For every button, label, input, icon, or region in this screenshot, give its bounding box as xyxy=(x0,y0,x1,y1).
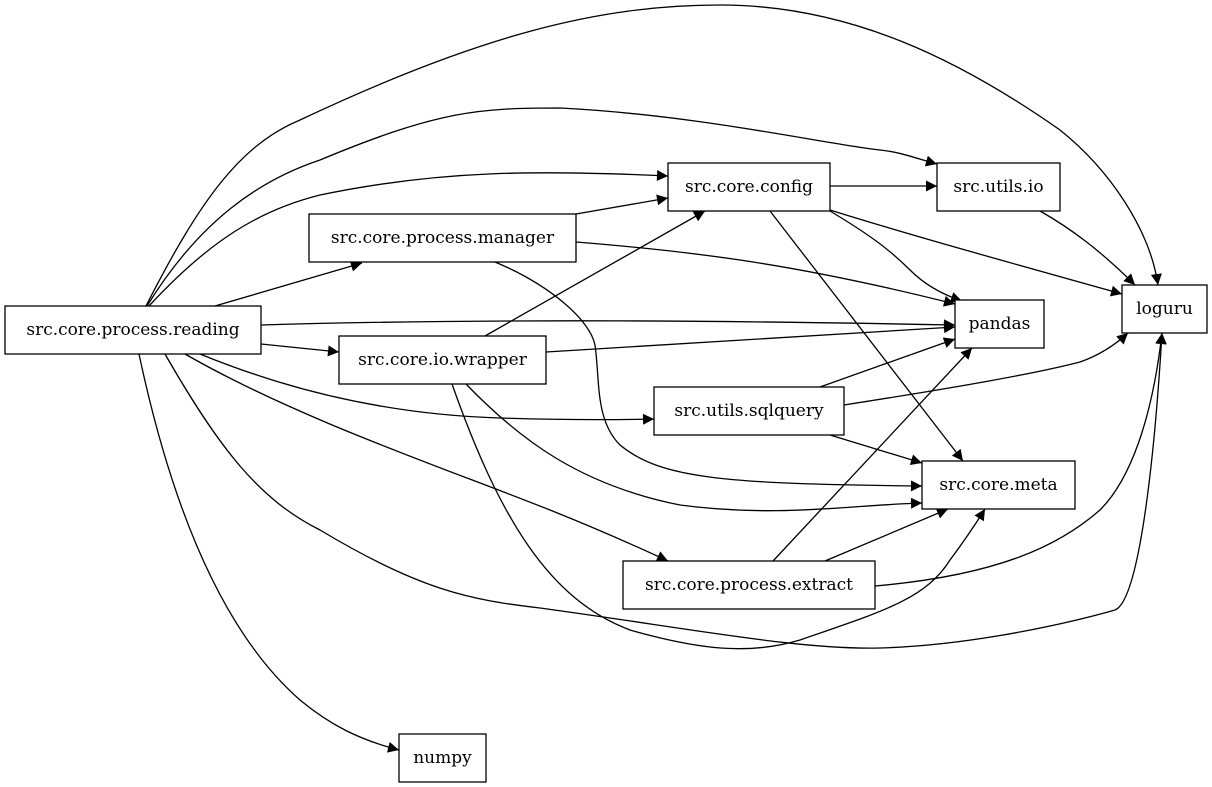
edge-reading-to-loguru xyxy=(164,332,1167,649)
edge-reading-to-pandas xyxy=(260,319,956,331)
node-label: pandas xyxy=(969,314,1031,334)
edge-manager-to-meta xyxy=(494,261,923,492)
edge-config-to-meta xyxy=(769,210,964,462)
edge-arrow xyxy=(769,210,964,462)
edge-manager-to-config xyxy=(575,194,669,215)
edge-reading-to-wrapper xyxy=(260,343,340,357)
node-extract: src.core.process.extract xyxy=(622,560,876,610)
edge-arrow xyxy=(772,347,973,562)
node-numpy: numpy xyxy=(398,733,487,783)
edge-extract-to-pandas xyxy=(772,347,973,562)
edge-reading-to-extract xyxy=(184,353,669,562)
edge-arrow xyxy=(148,169,669,307)
edge-wrapper-to-meta xyxy=(451,383,986,650)
node-label: src.utils.sqlquery xyxy=(674,401,824,421)
node-box xyxy=(308,213,577,263)
edge-arrow xyxy=(199,353,655,425)
node-label: loguru xyxy=(1136,299,1193,319)
edge-arrow xyxy=(260,319,956,331)
node-box xyxy=(653,386,845,436)
edge-config-to-pandas xyxy=(829,210,963,303)
edge-wrapper-to-pandas xyxy=(545,322,956,353)
node-config: src.core.config xyxy=(667,162,831,212)
edge-extract-to-meta xyxy=(824,508,949,562)
edge-arrow xyxy=(843,332,1129,406)
node-loguru: loguru xyxy=(1121,284,1208,334)
edge-arrow xyxy=(824,508,949,562)
nodes-layer: src.core.process.reading src.core.process… xyxy=(4,162,1208,783)
node-label: src.core.config xyxy=(685,177,813,197)
edge-arrow xyxy=(829,210,963,303)
node-box xyxy=(1121,284,1208,334)
node-label: src.core.io.wrapper xyxy=(358,350,528,370)
edge-sqlquery-to-meta xyxy=(829,434,923,466)
node-label: src.core.process.extract xyxy=(645,575,853,595)
node-label: src.core.meta xyxy=(939,475,1057,495)
edge-arrow xyxy=(484,210,706,337)
node-reading: src.core.process.reading xyxy=(4,305,262,355)
edge-arrow xyxy=(451,383,986,650)
edge-arrow xyxy=(184,353,669,562)
edge-arrow xyxy=(138,353,400,753)
node-manager: src.core.process.manager xyxy=(308,213,577,263)
edge-reading-to-config xyxy=(148,169,669,307)
edge-manager-to-pandas xyxy=(575,241,956,307)
edge-reading-to-utils_io xyxy=(146,107,938,307)
edge-reading-to-loguru xyxy=(145,4,1162,307)
edge-arrow xyxy=(819,337,956,388)
node-box xyxy=(936,162,1061,212)
node-box xyxy=(398,733,487,783)
edge-arrow xyxy=(494,261,923,492)
edge-arrow xyxy=(829,209,1123,297)
edge-arrow xyxy=(874,332,1167,587)
edge-sqlquery-to-loguru xyxy=(843,332,1129,406)
edge-config-to-loguru xyxy=(829,209,1123,297)
edge-arrow xyxy=(465,383,923,512)
edge-arrow xyxy=(1039,210,1136,286)
edge-arrow xyxy=(829,434,923,466)
edge-sqlquery-to-pandas xyxy=(819,337,956,388)
edge-reading-to-sqlquery xyxy=(199,353,655,425)
edges-layer xyxy=(138,4,1167,753)
node-utils-io: src.utils.io xyxy=(936,162,1061,212)
node-box xyxy=(954,299,1045,349)
node-meta: src.core.meta xyxy=(921,460,1076,510)
node-box xyxy=(667,162,831,212)
edge-reading-to-manager xyxy=(214,260,363,307)
edge-reading-to-numpy xyxy=(138,353,400,753)
node-box xyxy=(921,460,1076,510)
node-label: src.core.process.manager xyxy=(331,228,555,248)
edge-arrow xyxy=(545,322,956,353)
node-sqlquery: src.utils.sqlquery xyxy=(653,386,845,436)
node-wrapper: src.core.io.wrapper xyxy=(338,335,547,385)
edge-arrow xyxy=(145,4,1162,307)
edge-arrow xyxy=(164,332,1167,649)
edge-arrow xyxy=(575,194,669,215)
edge-utils_io-to-loguru xyxy=(1039,210,1136,286)
node-box xyxy=(4,305,262,355)
edge-extract-to-loguru xyxy=(874,332,1167,587)
edge-arrow xyxy=(214,260,363,307)
node-label: numpy xyxy=(413,748,472,768)
edge-arrow xyxy=(146,107,938,307)
edge-wrapper-to-meta xyxy=(465,383,923,512)
node-pandas: pandas xyxy=(954,299,1045,349)
node-label: src.utils.io xyxy=(953,177,1043,197)
edge-wrapper-to-config xyxy=(484,210,706,337)
node-box xyxy=(338,335,547,385)
node-label: src.core.process.reading xyxy=(26,320,239,340)
edge-arrow xyxy=(260,343,340,357)
node-box xyxy=(622,560,876,610)
edge-arrow xyxy=(575,241,956,307)
